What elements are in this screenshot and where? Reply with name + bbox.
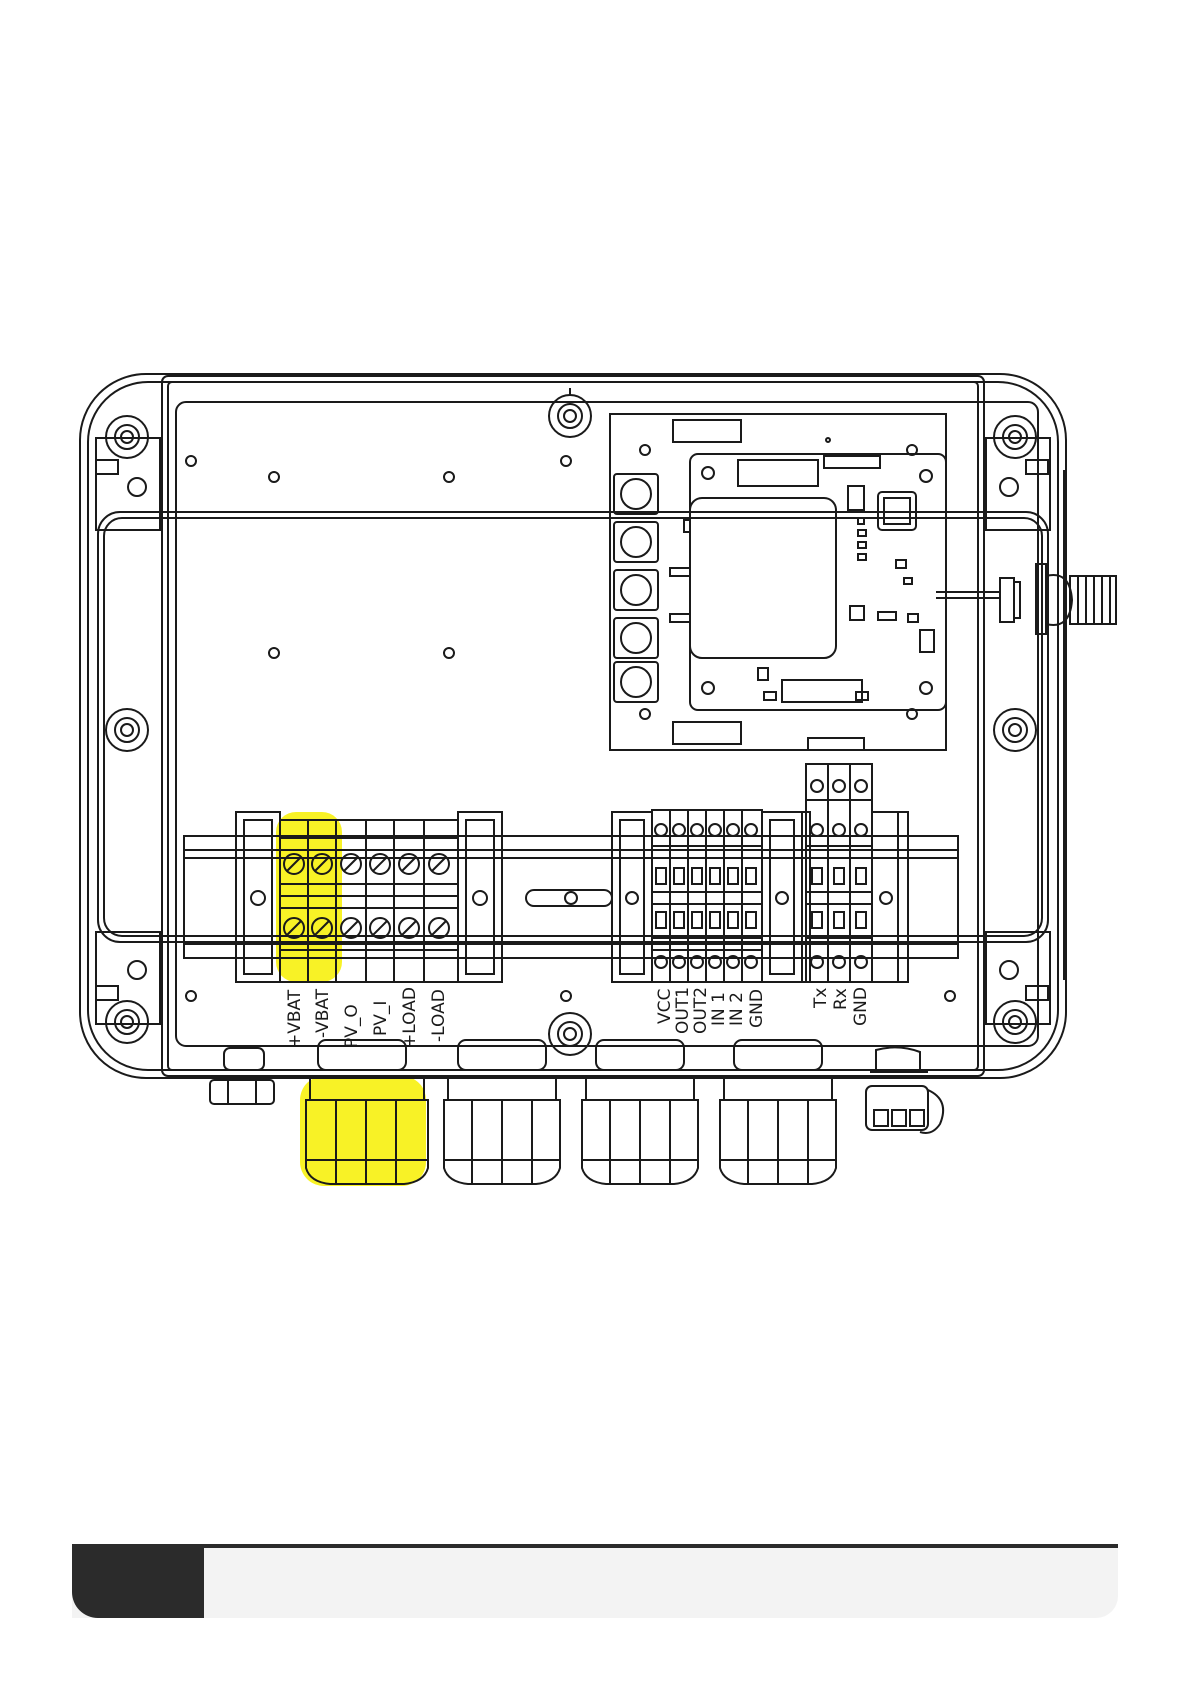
controller-pcb [610, 414, 946, 750]
label-pv-o: PV_O [342, 1004, 362, 1048]
enclosure-shell [80, 374, 1066, 1078]
power-terminal-block [236, 812, 502, 982]
mounting-screws [106, 388, 1036, 1055]
label-load-minus: -LOAD [429, 989, 449, 1042]
footer-bar [72, 1544, 1118, 1618]
label-vcc: VCC [655, 989, 675, 1024]
footer-page-tab [72, 1544, 204, 1618]
label-vbat-plus: +VBAT [285, 989, 305, 1048]
label-out2: OUT2 [691, 987, 711, 1034]
highlight-battery-cable-gland [300, 1076, 426, 1186]
antenna-connector [936, 564, 1116, 634]
label-pv-i: PV_I [371, 1001, 391, 1036]
label-rx: Rx [831, 988, 851, 1010]
label-gnd-serial: GND [851, 987, 871, 1026]
terminal-labels: +VBAT -VBAT PV_O PV_I +LOAD -LOAD VCC OU… [285, 987, 871, 1048]
comm-module-board [690, 438, 946, 750]
page-footer [72, 1544, 1118, 1618]
label-vbat-minus: -VBAT [313, 988, 333, 1038]
label-load-plus: +LOAD [400, 987, 420, 1048]
vent-connector [866, 1072, 943, 1133]
label-tx: Tx [811, 988, 831, 1009]
label-out1: OUT1 [673, 987, 693, 1034]
label-in2: IN 2 [727, 992, 747, 1026]
label-in1: IN 1 [709, 992, 729, 1026]
label-gnd-io: GND [747, 989, 767, 1028]
serial-terminal-block [802, 764, 908, 982]
